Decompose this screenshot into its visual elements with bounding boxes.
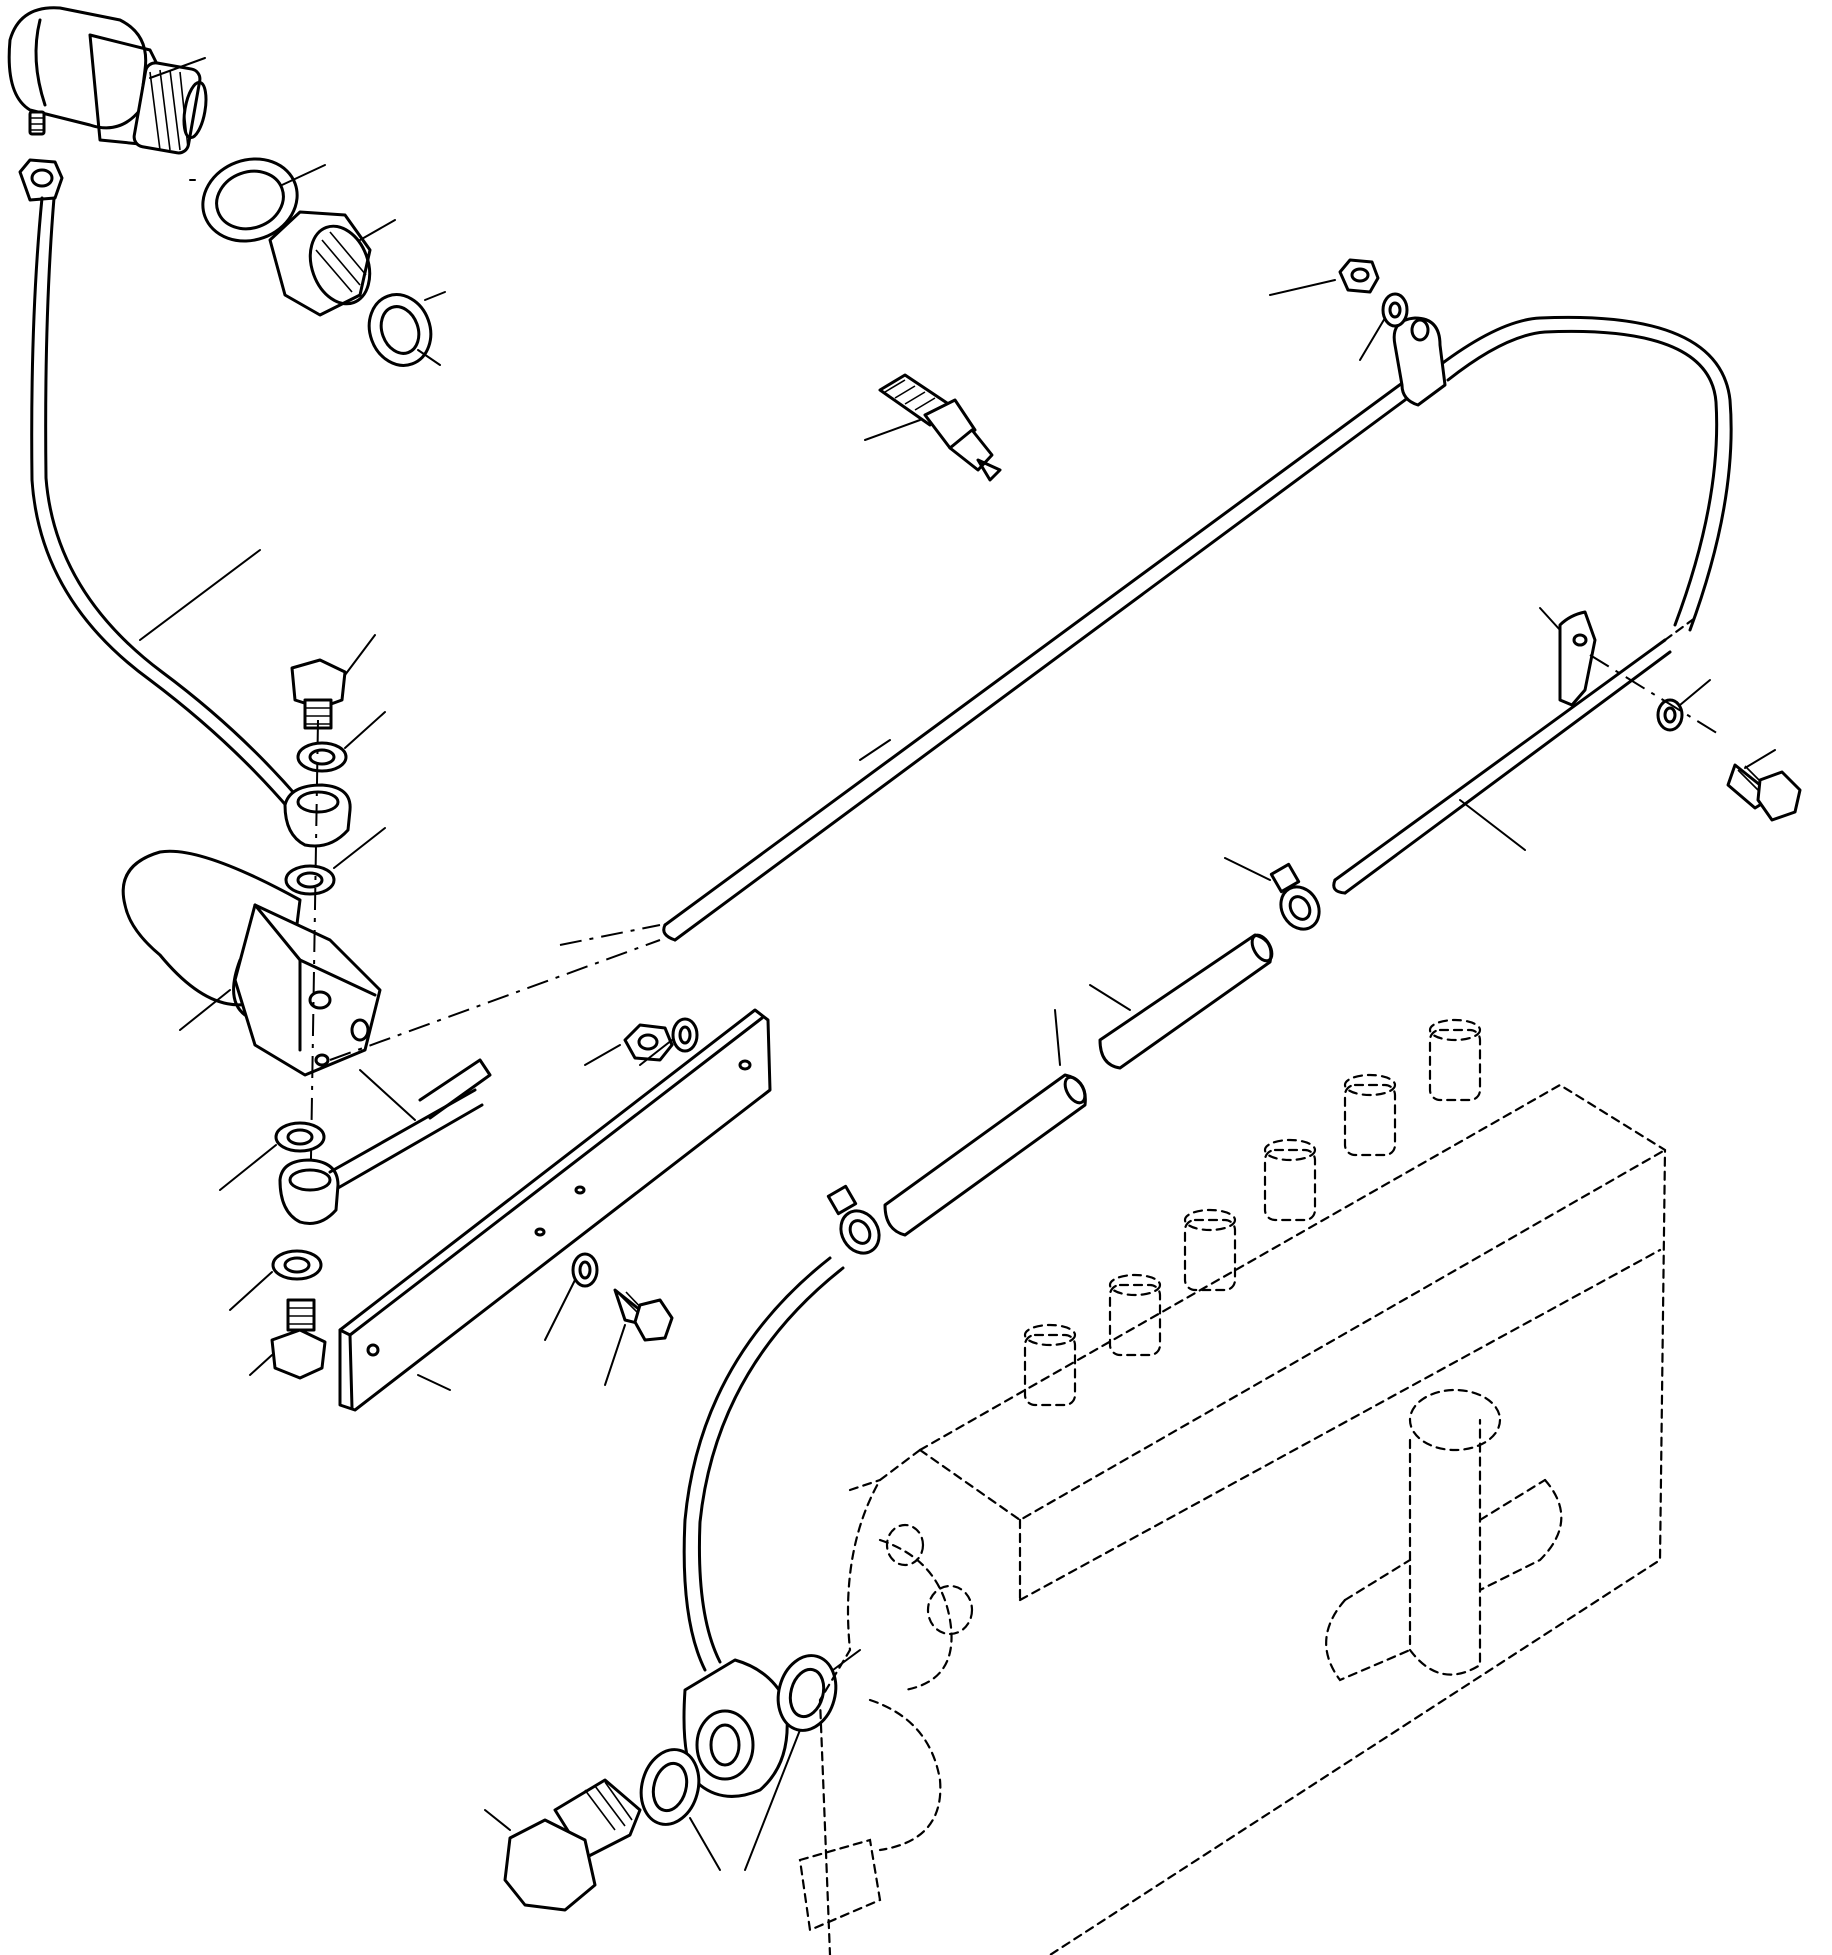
fuel-pipe-right	[1332, 616, 1697, 895]
bracket-nut	[584, 1023, 674, 1066]
banjo-bolt-top	[290, 634, 376, 730]
pump-delivery-valves-phantom	[1023, 1018, 1482, 1407]
centerline-pipe	[329, 939, 661, 1061]
pump-washer-inner	[639, 1748, 721, 1871]
washer-c	[219, 1121, 326, 1191]
mounting-bracket-plate	[338, 1008, 772, 1412]
centerline-right	[1589, 654, 1721, 736]
pipe-clip-bracket	[1539, 607, 1597, 707]
bracket-lockwasher-lower	[544, 1252, 599, 1341]
fuel-pipe-lower	[682, 1256, 845, 1672]
banjo-eye-pump	[682, 1658, 789, 1798]
union-nut	[268, 210, 396, 317]
right-bolt	[1726, 749, 1802, 822]
banjo-eye-lower	[278, 1088, 484, 1225]
short-pipe-section	[359, 1058, 492, 1121]
banjo-bolt-lower	[249, 1298, 327, 1380]
right-lockwasher	[1656, 679, 1711, 732]
banjo-eye-top	[283, 783, 352, 848]
rubber-hose-lower	[883, 1009, 1087, 1237]
washer-a	[296, 711, 386, 773]
pipe-bracket-top	[1392, 316, 1447, 407]
sealing-washer-1	[189, 157, 326, 243]
banjo-bolt-pump	[484, 1778, 642, 1912]
rubber-hose-upper	[1089, 933, 1274, 1070]
bleed-nipple	[28, 110, 46, 136]
sealing-washer-2	[367, 291, 446, 367]
bracket-washer-top	[1359, 292, 1409, 361]
washer-d	[229, 1249, 323, 1311]
hose-clamp-upper	[1224, 857, 1321, 931]
hose-clamp-lower	[826, 1184, 881, 1255]
bracket-bolt	[604, 1288, 674, 1386]
solenoid-valve-body	[121, 849, 382, 1077]
injection-pump-phantom	[798, 1083, 1667, 1955]
fuel-pipe-long	[559, 315, 1733, 946]
washer-b	[284, 827, 386, 896]
pressure-switch	[7, 6, 208, 155]
pipe-nut-top	[18, 158, 64, 202]
small-sensor-plug	[864, 373, 1002, 482]
bracket-lockwasher	[639, 1017, 699, 1066]
bracket-nut-top	[1269, 258, 1380, 296]
fuel-pipe-left	[30, 196, 302, 812]
